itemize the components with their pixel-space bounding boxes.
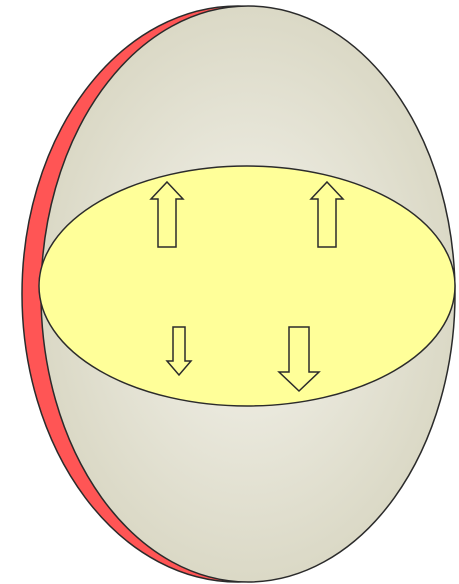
up-arrow-right bbox=[309, 180, 345, 248]
down-arrow-right bbox=[277, 326, 321, 393]
inner-yellow-ellipse bbox=[38, 165, 456, 407]
up-arrow-left bbox=[149, 180, 185, 248]
down-arrow-left bbox=[165, 326, 193, 377]
